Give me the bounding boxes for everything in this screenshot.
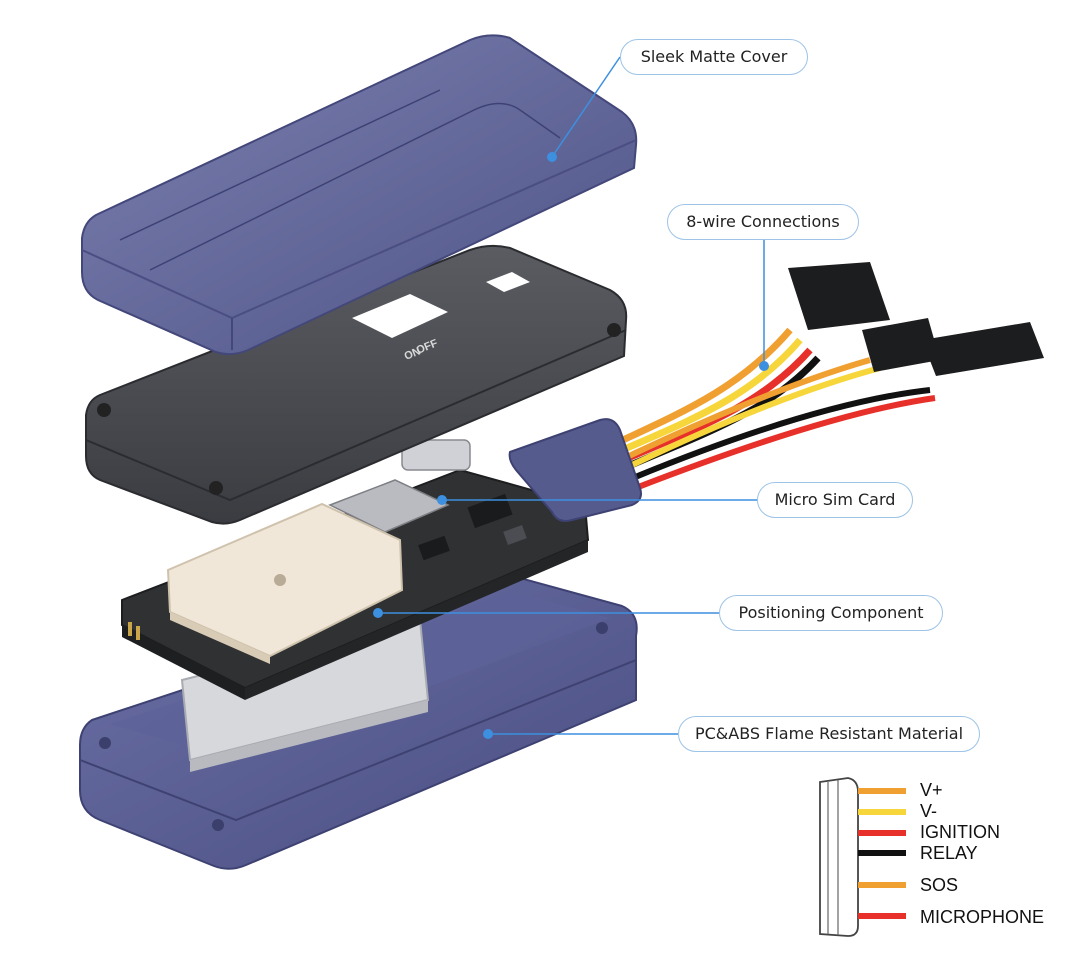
legend-label-microphone: MICROPHONE xyxy=(920,907,1045,927)
callout-positioning: Positioning Component xyxy=(719,595,943,631)
legend-wire-2 xyxy=(858,809,906,815)
top-cover xyxy=(81,34,638,356)
legend-label-v-plus: V+ xyxy=(920,780,943,800)
callout-cover: Sleek Matte Cover xyxy=(620,39,808,75)
legend-label-relay: RELAY xyxy=(920,843,978,863)
leader-lines xyxy=(378,56,765,735)
legend-wire-1 xyxy=(858,788,906,794)
legend-wire-5 xyxy=(858,882,906,888)
legend-wire-6 xyxy=(858,913,906,919)
legend-label-v-minus: V- xyxy=(920,801,938,821)
callout-sim: Micro Sim Card xyxy=(757,482,913,518)
legend-wire-3 xyxy=(858,830,906,836)
middle-frame: OFF ON xyxy=(85,244,628,525)
pcb-board xyxy=(121,439,590,700)
legend-wire-4 xyxy=(858,850,906,856)
wire-harness xyxy=(508,262,1044,522)
legend-label-ignition: IGNITION xyxy=(920,822,1000,842)
legend-label-sos: SOS xyxy=(920,875,959,895)
dot-positioning xyxy=(373,608,383,618)
legend-connector xyxy=(819,777,859,937)
dot-material xyxy=(483,729,493,739)
callout-material: PC&ABS Flame Resistant Material xyxy=(678,716,980,752)
legend-wires xyxy=(858,788,906,919)
dot-cover xyxy=(547,152,557,162)
callout-wires: 8-wire Connections xyxy=(667,204,859,240)
dot-sim xyxy=(437,495,447,505)
dot-wires xyxy=(759,361,769,371)
switch-on-label: ON xyxy=(403,345,423,362)
